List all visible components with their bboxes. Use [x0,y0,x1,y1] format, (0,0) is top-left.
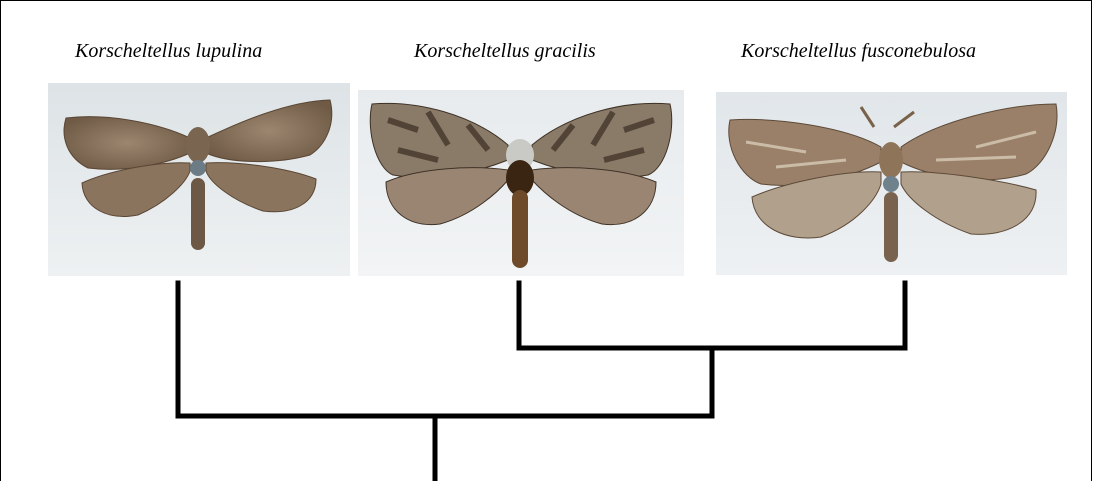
phylogenetic-tree [0,0,1093,481]
